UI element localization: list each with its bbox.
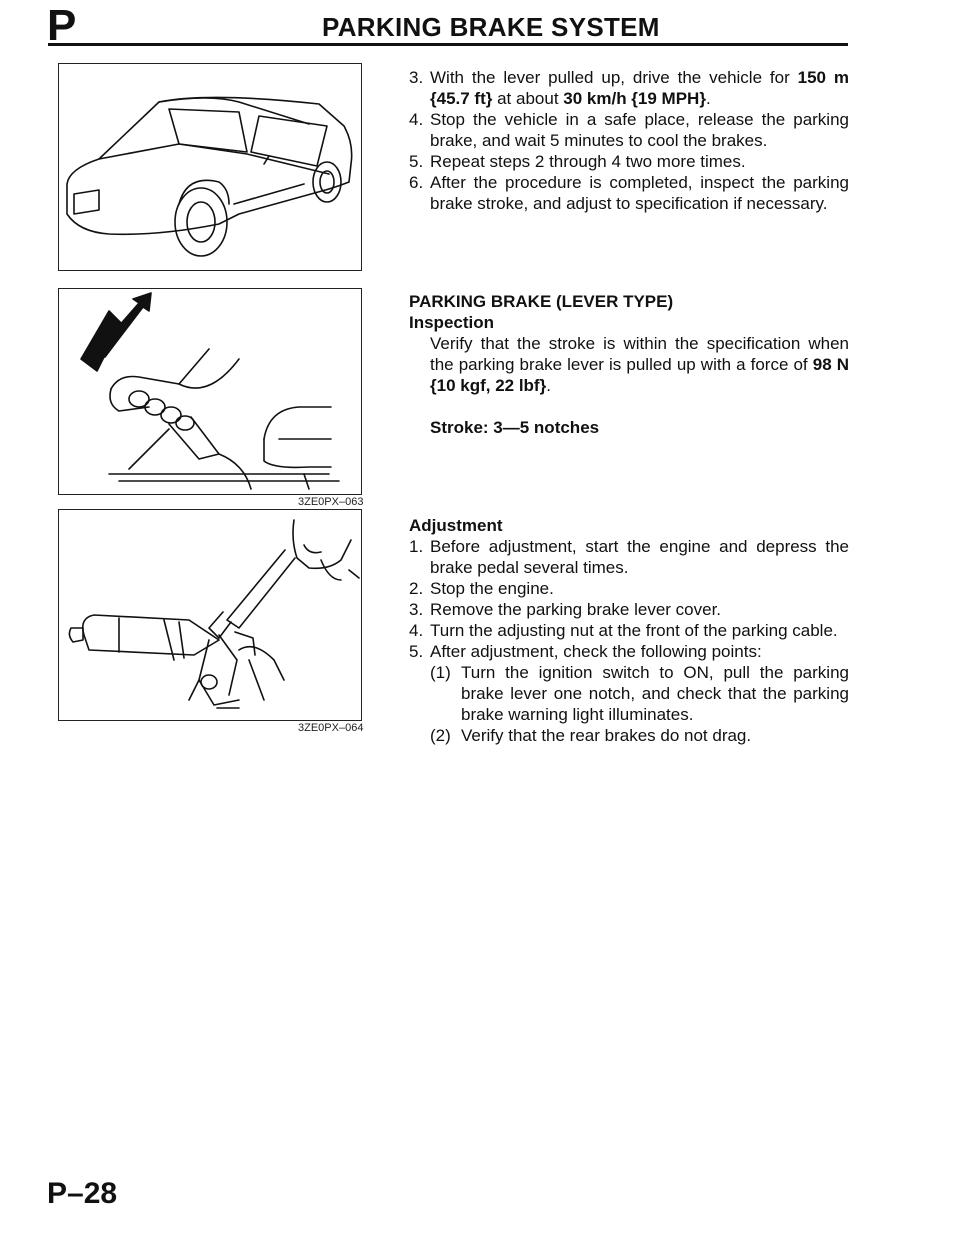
figure-wrench-adjust xyxy=(58,509,362,721)
subsection-heading: Inspection xyxy=(409,313,495,332)
item-number: 5. xyxy=(409,642,424,661)
item-number: 5. xyxy=(409,152,424,171)
item-text: Remove the parking brake lever cover. xyxy=(430,600,722,619)
wrench-illustration xyxy=(68,519,360,709)
item-number: (1) xyxy=(430,663,451,682)
item-text: With the lever pulled up, drive the vehi… xyxy=(430,68,849,108)
list-item: 4. Stop the vehicle in a safe place, rel… xyxy=(409,109,849,151)
lever-pull-illustration xyxy=(80,292,340,490)
sub-list-item: (2) Verify that the rear brakes do not d… xyxy=(409,725,849,746)
page-number: P–28 xyxy=(47,1177,118,1210)
spacer xyxy=(409,396,849,417)
item-number: 4. xyxy=(409,110,424,129)
subsection-heading: Adjustment xyxy=(409,516,503,535)
item-text: Stop the engine. xyxy=(430,579,554,598)
figure-lever-pull xyxy=(58,288,362,495)
list-item: 3. With the lever pulled up, drive the v… xyxy=(409,67,849,109)
item-number: 2. xyxy=(409,579,424,598)
item-text: Before adjustment, start the engine and … xyxy=(430,537,849,577)
page-title: PARKING BRAKE SYSTEM xyxy=(322,12,660,42)
inspection-section: PARKING BRAKE (LEVER TYPE) Inspection Ve… xyxy=(409,291,849,438)
adjustment-section: Adjustment 1. Before adjustment, start t… xyxy=(409,515,849,746)
list-item: 6. After the procedure is completed, ins… xyxy=(409,172,849,214)
figure-code: 3ZE0PX–064 xyxy=(298,722,364,734)
list-item: 4. Turn the adjusting nut at the front o… xyxy=(409,620,849,641)
item-text: Stop the vehicle in a safe place, releas… xyxy=(430,110,849,150)
item-number: 1. xyxy=(409,537,424,556)
procedure-steps: 3. With the lever pulled up, drive the v… xyxy=(409,67,849,214)
item-text: Verify that the rear brakes do not drag. xyxy=(461,726,752,745)
item-text: After the procedure is completed, inspec… xyxy=(430,173,849,213)
figure-car xyxy=(58,63,362,271)
section-letter: P xyxy=(47,1,77,50)
stroke-spec: Stroke: 3—5 notches xyxy=(430,418,600,437)
item-number: 3. xyxy=(409,68,424,87)
header-rule xyxy=(48,43,848,46)
item-text: Repeat steps 2 through 4 two more times. xyxy=(430,152,746,171)
item-text: Turn the adjusting nut at the front of t… xyxy=(430,621,838,640)
item-number: 4. xyxy=(409,621,424,640)
list-item: 2. Stop the engine. xyxy=(409,578,849,599)
item-text: Turn the ignition switch to ON, pull the… xyxy=(461,663,849,724)
list-item: 5. After adjustment, check the following… xyxy=(409,641,849,662)
item-text: After adjustment, check the following po… xyxy=(430,642,762,661)
car-illustration xyxy=(66,96,353,257)
sub-list-item: (1) Turn the ignition switch to ON, pull… xyxy=(409,662,849,725)
item-number: 6. xyxy=(409,173,424,192)
figure-code: 3ZE0PX–063 xyxy=(298,496,364,508)
inspection-body: Verify that the stroke is within the spe… xyxy=(430,334,849,395)
list-item: 1. Before adjustment, start the engine a… xyxy=(409,536,849,578)
item-number: 3. xyxy=(409,600,424,619)
list-item: 3. Remove the parking brake lever cover. xyxy=(409,599,849,620)
section-heading: PARKING BRAKE (LEVER TYPE) xyxy=(409,292,674,311)
item-number: (2) xyxy=(430,726,451,745)
list-item: 5. Repeat steps 2 through 4 two more tim… xyxy=(409,151,849,172)
